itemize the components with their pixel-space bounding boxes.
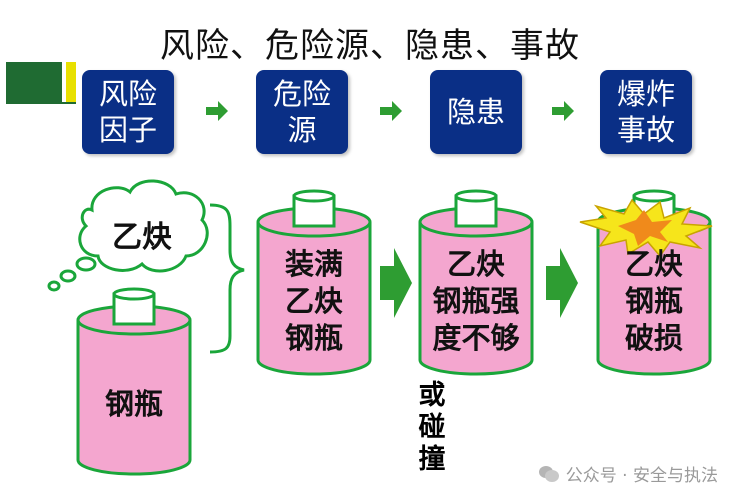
gas-cylinder xyxy=(418,189,534,376)
cylinder-label-line: 装满 xyxy=(284,247,343,281)
cylinder-label-line: 钢瓶 xyxy=(284,321,343,355)
stage-box-line2: 因子 xyxy=(98,113,157,147)
stage-box-line1: 危险 xyxy=(272,77,331,111)
stage-box-line1: 风险 xyxy=(98,77,157,111)
cylinder-label-base: 钢瓶 xyxy=(78,386,190,423)
stage-box-line2: 事故 xyxy=(616,113,675,147)
green-right-arrow-icon xyxy=(380,248,412,318)
or-collision-label: 或 碰 撞 xyxy=(414,380,450,476)
page-title: 风险、危险源、隐患、事故 xyxy=(160,26,580,66)
or-collision-char: 或 xyxy=(418,380,446,411)
watermark-text: 公众号 · 安全与执法 xyxy=(565,466,718,486)
green-right-arrow-icon xyxy=(552,101,574,121)
green-right-arrow-icon xyxy=(206,101,228,121)
cylinder-label-line: 乙炔 xyxy=(624,247,683,281)
cylinder-label-line: 钢瓶强 xyxy=(432,284,520,318)
cylinder-label-line: 钢瓶 xyxy=(624,284,683,318)
cylinder-label-line: 钢瓶 xyxy=(104,387,163,421)
wechat-icon xyxy=(538,465,559,482)
cylinder-label-line: 破损 xyxy=(624,321,683,355)
cylinder-label-full: 装满 乙炔 钢瓶 xyxy=(258,246,370,357)
cylinder-label-broken: 乙炔 钢瓶 破损 xyxy=(598,246,710,357)
or-collision-char: 碰 xyxy=(418,412,446,443)
decor-line xyxy=(6,102,76,104)
stage-box-line2: 源 xyxy=(287,113,317,147)
cylinder-label-line: 乙炔 xyxy=(446,247,505,281)
stage-box-line1: 爆炸 xyxy=(616,77,675,111)
bubble-text: 乙炔 xyxy=(112,220,172,255)
explosion-burst-icon xyxy=(579,198,713,258)
or-collision-char: 撞 xyxy=(418,444,446,475)
gas-cylinder xyxy=(256,189,372,376)
watermark: 公众号 · 安全与执法 xyxy=(538,461,718,486)
cylinder-label-weak: 乙炔 钢瓶强 度不够 xyxy=(418,246,534,357)
cylinder-label-line: 度不够 xyxy=(432,321,520,355)
decor-yellow-block xyxy=(66,62,76,102)
cylinder-label-line: 乙炔 xyxy=(284,284,343,318)
green-right-arrow-icon xyxy=(546,248,578,318)
stage-box-hazard-source: 危险 源 xyxy=(256,70,348,154)
stage-box-risk-factor: 风险 因子 xyxy=(82,70,174,154)
stage-box-hidden-danger: 隐患 xyxy=(430,70,522,154)
green-right-arrow-icon xyxy=(380,101,402,121)
stage-box-line1: 隐患 xyxy=(446,95,505,129)
gas-cylinder xyxy=(76,287,192,476)
decor-green-block xyxy=(6,62,62,102)
grouping-brace xyxy=(209,203,245,354)
thought-bubble xyxy=(47,179,209,292)
stage-box-explosion-accident: 爆炸 事故 xyxy=(600,70,692,154)
